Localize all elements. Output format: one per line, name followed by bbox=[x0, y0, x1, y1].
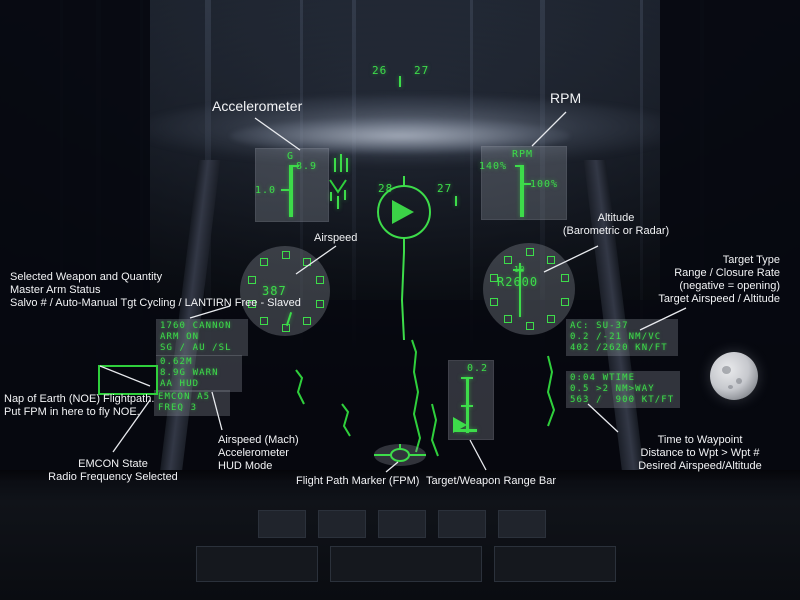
accelerometer-left-value: 1.0 bbox=[255, 185, 277, 196]
pitch-ladder-tick bbox=[455, 196, 457, 206]
emcon-block-line-2: FREQ 3 bbox=[158, 403, 198, 413]
sky-streak bbox=[470, 0, 473, 520]
altitude-needle bbox=[519, 263, 521, 317]
heading-tape-caret bbox=[399, 76, 401, 87]
annotation-airspeed: Airspeed bbox=[314, 232, 358, 244]
dash-panel-lower[interactable] bbox=[494, 546, 616, 582]
annotation-range-bar: Target/Weapon Range Bar bbox=[426, 475, 557, 487]
annotation-fpm: Flight Path Marker (FPM) bbox=[296, 475, 420, 487]
weapon-block-line-1: 1760 CANNON bbox=[160, 321, 232, 331]
mach-block[interactable]: 0.62M 8.9G WARN AA HUD bbox=[156, 355, 242, 392]
pitch-ladder-right-label: 27 bbox=[437, 182, 453, 195]
hud-tick bbox=[346, 158, 348, 172]
dash-panel[interactable] bbox=[318, 510, 366, 538]
target-block-line-1: AC: SU-37 bbox=[570, 321, 629, 331]
waypoint-block-line-2: 0.5 >2 NM>WAY bbox=[570, 384, 655, 394]
rpm-gauge[interactable]: RPM 140% 100% bbox=[479, 146, 567, 220]
target-block-line-3: 402 /2620 KN/FT bbox=[570, 343, 668, 353]
sky-streak bbox=[640, 0, 643, 520]
rpm-left-value: 140% bbox=[479, 161, 508, 172]
mach-block-line-2: 8.9G WARN bbox=[160, 368, 219, 378]
range-bar-value: 0.2 bbox=[467, 363, 489, 374]
waypoint-block[interactable]: 0:04 WTIME 0.5 >2 NM>WAY 563 / 900 KT/FT bbox=[566, 371, 680, 408]
pitch-ladder-left-label: 28 bbox=[378, 182, 394, 195]
pitch-ladder-tick bbox=[330, 192, 332, 201]
rpm-top-tick bbox=[515, 165, 523, 167]
annotation-waypoint: Time to Waypoint Distance to Wpt > Wpt #… bbox=[638, 434, 762, 472]
annotation-weapon-status: Selected Weapon and Quantity Master Arm … bbox=[10, 271, 301, 309]
airspeed-value: 387 bbox=[262, 284, 287, 298]
emcon-block[interactable]: EMCON A5 FREQ 3 bbox=[154, 390, 230, 416]
range-bar-top-tick bbox=[461, 377, 473, 379]
weapon-block-line-2: ARM ON bbox=[160, 332, 200, 342]
altitude-value: R2600 bbox=[497, 275, 539, 289]
sky-streak bbox=[540, 0, 545, 520]
accelerometer-scale-bar bbox=[289, 165, 291, 217]
mach-block-line-3: AA HUD bbox=[160, 379, 200, 389]
dash-panel[interactable] bbox=[378, 510, 426, 538]
moon bbox=[710, 352, 758, 400]
weapon-block[interactable]: 1760 CANNON ARM ON SG / AU /SL bbox=[156, 319, 248, 356]
altitude-needle-tick bbox=[513, 269, 523, 271]
annotation-altitude: Altitude (Barometric or Radar) bbox=[562, 212, 670, 237]
hud-tick bbox=[340, 154, 342, 172]
waypoint-block-line-1: 0:04 WTIME bbox=[570, 373, 636, 383]
rpm-scale-bar bbox=[520, 165, 524, 217]
accelerometer-label: G bbox=[287, 151, 295, 162]
annotation-noe: Nap of Earth (NOE) Flightpath. Put FPM i… bbox=[4, 393, 155, 418]
heading-tape-left-label: 26 bbox=[372, 64, 388, 77]
annotation-accelerometer: Accelerometer bbox=[212, 98, 303, 114]
pitch-ladder-tick bbox=[344, 190, 346, 200]
range-bar-bottom-tick bbox=[455, 429, 477, 432]
range-bar[interactable]: 0.2 bbox=[448, 360, 494, 440]
mach-block-line-1: 0.62M bbox=[160, 357, 193, 367]
waypoint-block-line-3: 563 / 900 KT/FT bbox=[570, 395, 675, 405]
target-block-line-2: 0.2 /-21 NM/VC bbox=[570, 332, 662, 342]
pitch-ladder-tick bbox=[337, 196, 339, 209]
rpm-right-tick bbox=[523, 183, 531, 185]
accelerometer-top-value: 8.9 bbox=[296, 161, 318, 172]
accelerometer-gauge[interactable]: G 8.9 1.0 bbox=[255, 148, 329, 222]
accelerometer-top-tick bbox=[291, 165, 299, 167]
target-block[interactable]: AC: SU-37 0.2 /-21 NM/VC 402 /2620 KN/FT bbox=[566, 319, 678, 356]
accelerometer-pointer bbox=[291, 165, 293, 217]
noe-flightpath-box[interactable] bbox=[98, 365, 158, 395]
rpm-label: RPM bbox=[512, 149, 534, 160]
dash-panel[interactable] bbox=[438, 510, 486, 538]
accelerometer-left-tick bbox=[281, 189, 289, 191]
dash-panel-lower[interactable] bbox=[330, 546, 482, 582]
dash-panel[interactable] bbox=[498, 510, 546, 538]
emcon-block-line-1: EMCON A5 bbox=[158, 392, 211, 402]
dash-panel-lower[interactable] bbox=[196, 546, 318, 582]
weapon-block-line-3: SG / AU /SL bbox=[160, 343, 232, 353]
hud-tick bbox=[334, 158, 336, 172]
heading-tape-right-label: 27 bbox=[414, 64, 430, 77]
range-bar-mid-tick bbox=[461, 405, 473, 407]
airspeed-dial[interactable]: 387 bbox=[240, 246, 330, 336]
rpm-right-value: 100% bbox=[530, 179, 559, 190]
annotation-target-type: Target Type Range / Closure Rate (negati… bbox=[658, 254, 780, 305]
dash-panel[interactable] bbox=[258, 510, 306, 538]
sky-streak bbox=[352, 0, 356, 520]
annotation-emcon: EMCON State Radio Frequency Selected bbox=[48, 458, 178, 483]
annotation-rpm: RPM bbox=[550, 90, 582, 106]
annotation-airspeed-mach: Airspeed (Mach) Accelerometer HUD Mode bbox=[218, 434, 299, 472]
sky-streak bbox=[205, 0, 211, 520]
